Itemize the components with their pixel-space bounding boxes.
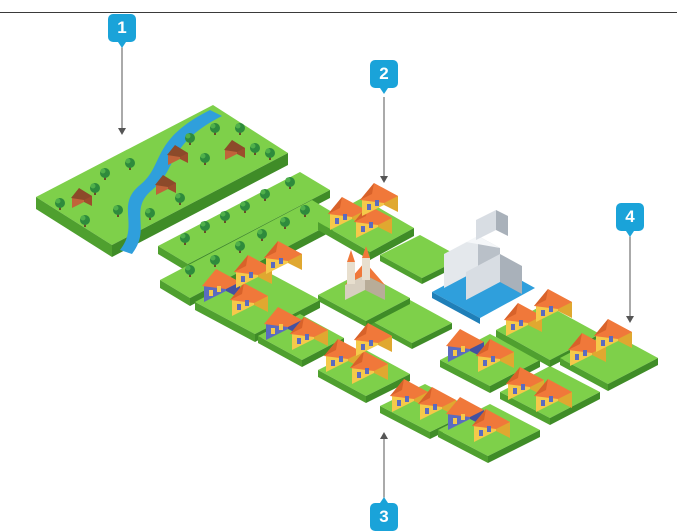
houses-block-southeast (438, 397, 540, 463)
top-divider (0, 12, 677, 13)
callout-leaders (118, 45, 634, 500)
callout-badge-2: 2 (370, 60, 398, 94)
callout-badge-1: 1 (108, 14, 136, 48)
houses-block-north (318, 183, 414, 260)
callout-badge-3: 3 (370, 497, 398, 531)
office-building-block (432, 210, 535, 324)
callout-badge-4: 4 (616, 203, 644, 237)
houses-block-far-east (560, 319, 658, 391)
houses-block-east-lower (500, 366, 600, 425)
houses-block-center (318, 323, 410, 403)
river (120, 110, 222, 254)
church-square (318, 246, 410, 327)
countryside-tile (36, 105, 288, 257)
